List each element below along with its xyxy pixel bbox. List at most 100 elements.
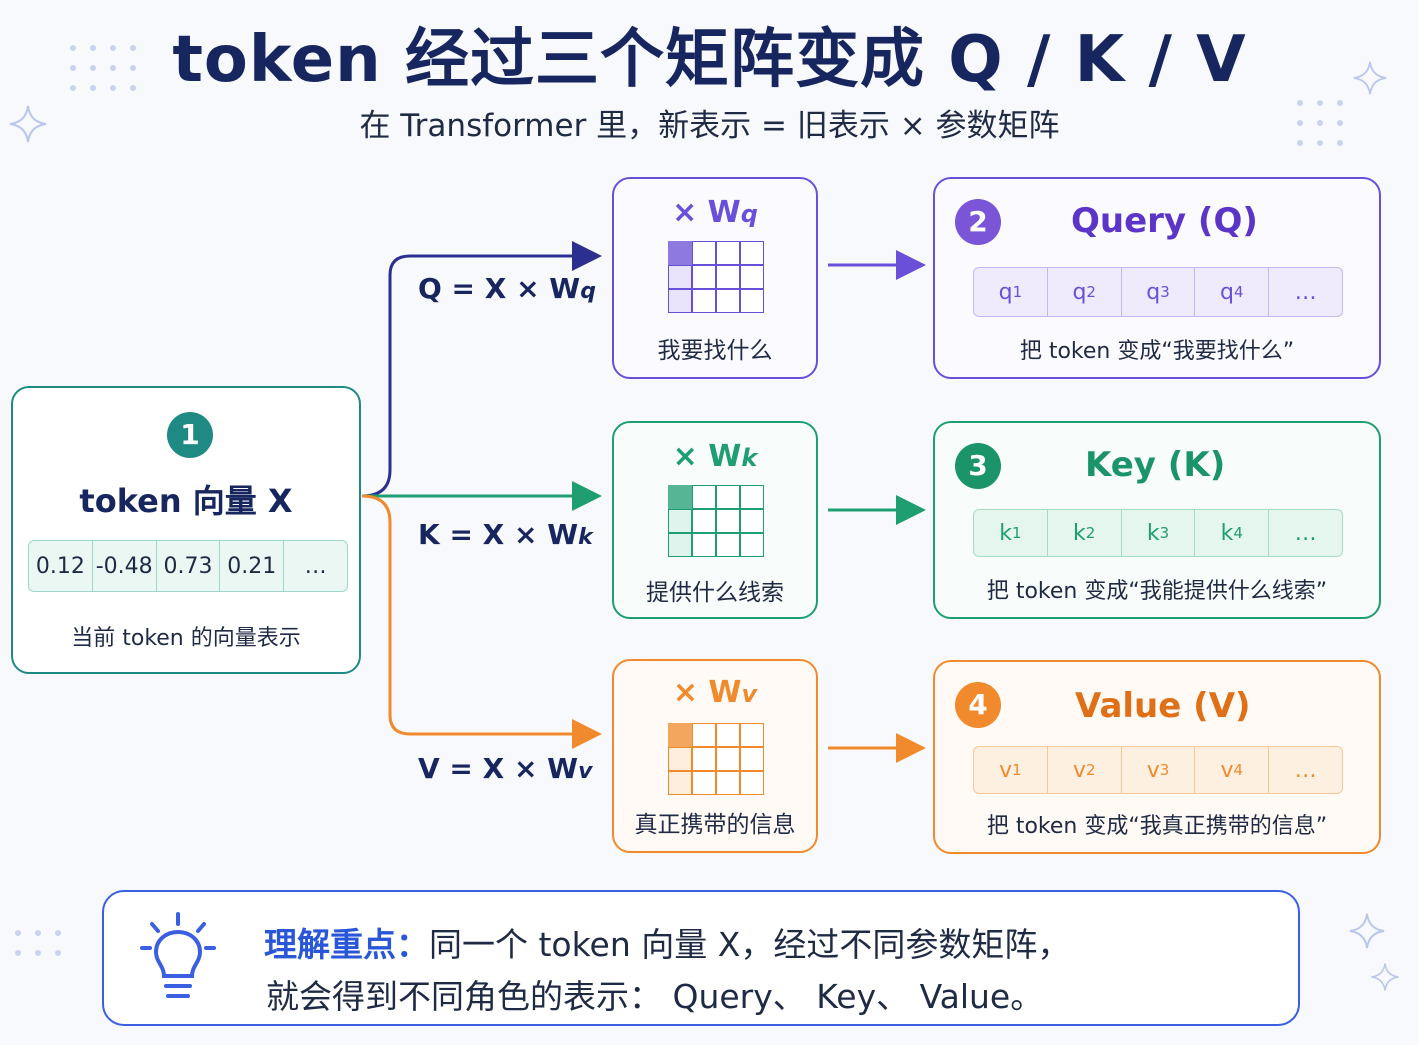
matrix-cell — [716, 509, 740, 533]
vector-cell: … — [304, 553, 327, 579]
formula-text: V = X × W — [418, 752, 579, 785]
matrix-cell — [692, 771, 716, 795]
vector-cell: 0.21 — [220, 541, 285, 591]
vector-cell: … — [1294, 757, 1317, 783]
matrix-cell — [716, 747, 740, 771]
matrix-cell — [668, 771, 692, 795]
vector-symbol: k — [1073, 520, 1086, 546]
step-badge: 1 — [167, 412, 213, 458]
vector-symbol: q — [1220, 279, 1234, 305]
matrix-cell — [692, 265, 716, 289]
vector-cell: -0.48 — [93, 541, 157, 591]
matrix-cell — [716, 289, 740, 313]
vector-index: 2 — [1086, 283, 1096, 301]
matrix-cell — [740, 241, 764, 265]
vector-cell: 0.73 — [157, 541, 221, 591]
sparkle-icon — [1349, 913, 1385, 949]
vector-cell: … — [1294, 520, 1317, 546]
result-caption: 把 token 变成“我要找什么” — [1019, 339, 1295, 364]
matrix-label-text: × W — [672, 195, 741, 230]
formula-v: V = X × Wv — [418, 752, 592, 785]
matrix-cell — [692, 747, 716, 771]
decor-dots-top-right — [1297, 100, 1343, 146]
key-point-note: 理解重点：同一个 token 向量 X，经过不同参数矩阵， 就会得到不同角色的表… — [102, 890, 1300, 1026]
formula-subscript: q — [580, 279, 596, 304]
formula-subscript: k — [578, 525, 593, 550]
matrix-card-k: × Wk 提供什么线索 — [612, 421, 818, 619]
matrix-cell — [668, 241, 692, 265]
formula-text: Q = X × W — [418, 272, 581, 305]
matrix-caption: 我要找什么 — [657, 338, 773, 364]
matrix-cell — [716, 241, 740, 265]
step-badge: 3 — [955, 443, 1001, 489]
step-badge: 4 — [955, 682, 1001, 728]
formula-q: Q = X × Wq — [418, 272, 596, 305]
matrix-cell — [740, 509, 764, 533]
matrix-cell — [716, 485, 740, 509]
matrix-label: × Wq — [614, 195, 816, 230]
result-title: Value (V) — [1075, 686, 1251, 726]
vector-index: 4 — [1233, 761, 1244, 779]
matrix-cell — [692, 241, 716, 265]
vector-symbol: v — [1072, 757, 1086, 783]
vector-symbol: q — [1072, 279, 1087, 305]
matrix-cell — [692, 533, 716, 557]
vector-symbol: v — [1146, 757, 1160, 783]
matrix-label-subscript: q — [740, 200, 758, 228]
matrix-cell — [692, 509, 716, 533]
matrix-cell — [740, 771, 764, 795]
matrix-cell — [716, 723, 740, 747]
matrix-label-subscript: k — [741, 444, 758, 472]
input-vector-bar: 0.12 -0.48 0.73 0.21 … — [28, 540, 348, 592]
result-caption: 把 token 变成“我真正携带的信息” — [986, 814, 1328, 839]
page-title: token 经过三个矩阵变成 Q / K / V — [172, 23, 1247, 97]
matrix-label-text: × W — [672, 675, 742, 710]
vector-index: 3 — [1160, 283, 1170, 301]
result-caption: 把 token 变成“我能提供什么线索” — [986, 579, 1328, 604]
note-line-1: 理解重点：同一个 token 向量 X，经过不同参数矩阵， — [264, 918, 1070, 966]
vector-index: 4 — [1234, 283, 1244, 301]
note-text: 同一个 token 向量 X，经过不同参数矩阵， — [429, 925, 1071, 964]
matrix-cell — [740, 723, 764, 747]
step-badge: 2 — [955, 199, 1001, 245]
sparkle-icon — [1353, 61, 1387, 95]
matrix-card-v: × Wv 真正携带的信息 — [612, 659, 818, 853]
matrix-cell — [716, 771, 740, 795]
vector-cell: 0.12 — [29, 541, 93, 591]
input-card-caption: 当前 token 的向量表示 — [71, 626, 301, 651]
matrix-card-q: × Wq 我要找什么 — [612, 177, 818, 379]
matrix-caption: 提供什么线索 — [646, 580, 784, 606]
formula-k: K = X × Wk — [418, 518, 593, 551]
matrix-cell — [716, 533, 740, 557]
sparkle-icon — [1371, 963, 1399, 991]
matrix-cell — [668, 533, 692, 557]
weight-matrix-grid — [668, 485, 764, 557]
note-label: 理解重点： — [264, 925, 429, 964]
vector-symbol: k — [999, 520, 1012, 546]
formula-subscript: v — [578, 759, 593, 784]
decor-dots-bottom-left — [15, 930, 61, 956]
result-title: Query (Q) — [1071, 201, 1258, 241]
weight-matrix-grid — [668, 241, 764, 313]
matrix-cell — [668, 485, 692, 509]
matrix-cell — [668, 289, 692, 313]
formula-text: K = X × W — [418, 518, 579, 551]
weight-matrix-grid — [668, 723, 764, 795]
note-line-2: 就会得到不同角色的表示： Query、 Key、 Value。 — [266, 977, 1044, 1016]
matrix-cell — [740, 265, 764, 289]
page-subtitle: 在 Transformer 里，新表示 = 旧表示 × 参数矩阵 — [359, 108, 1060, 144]
